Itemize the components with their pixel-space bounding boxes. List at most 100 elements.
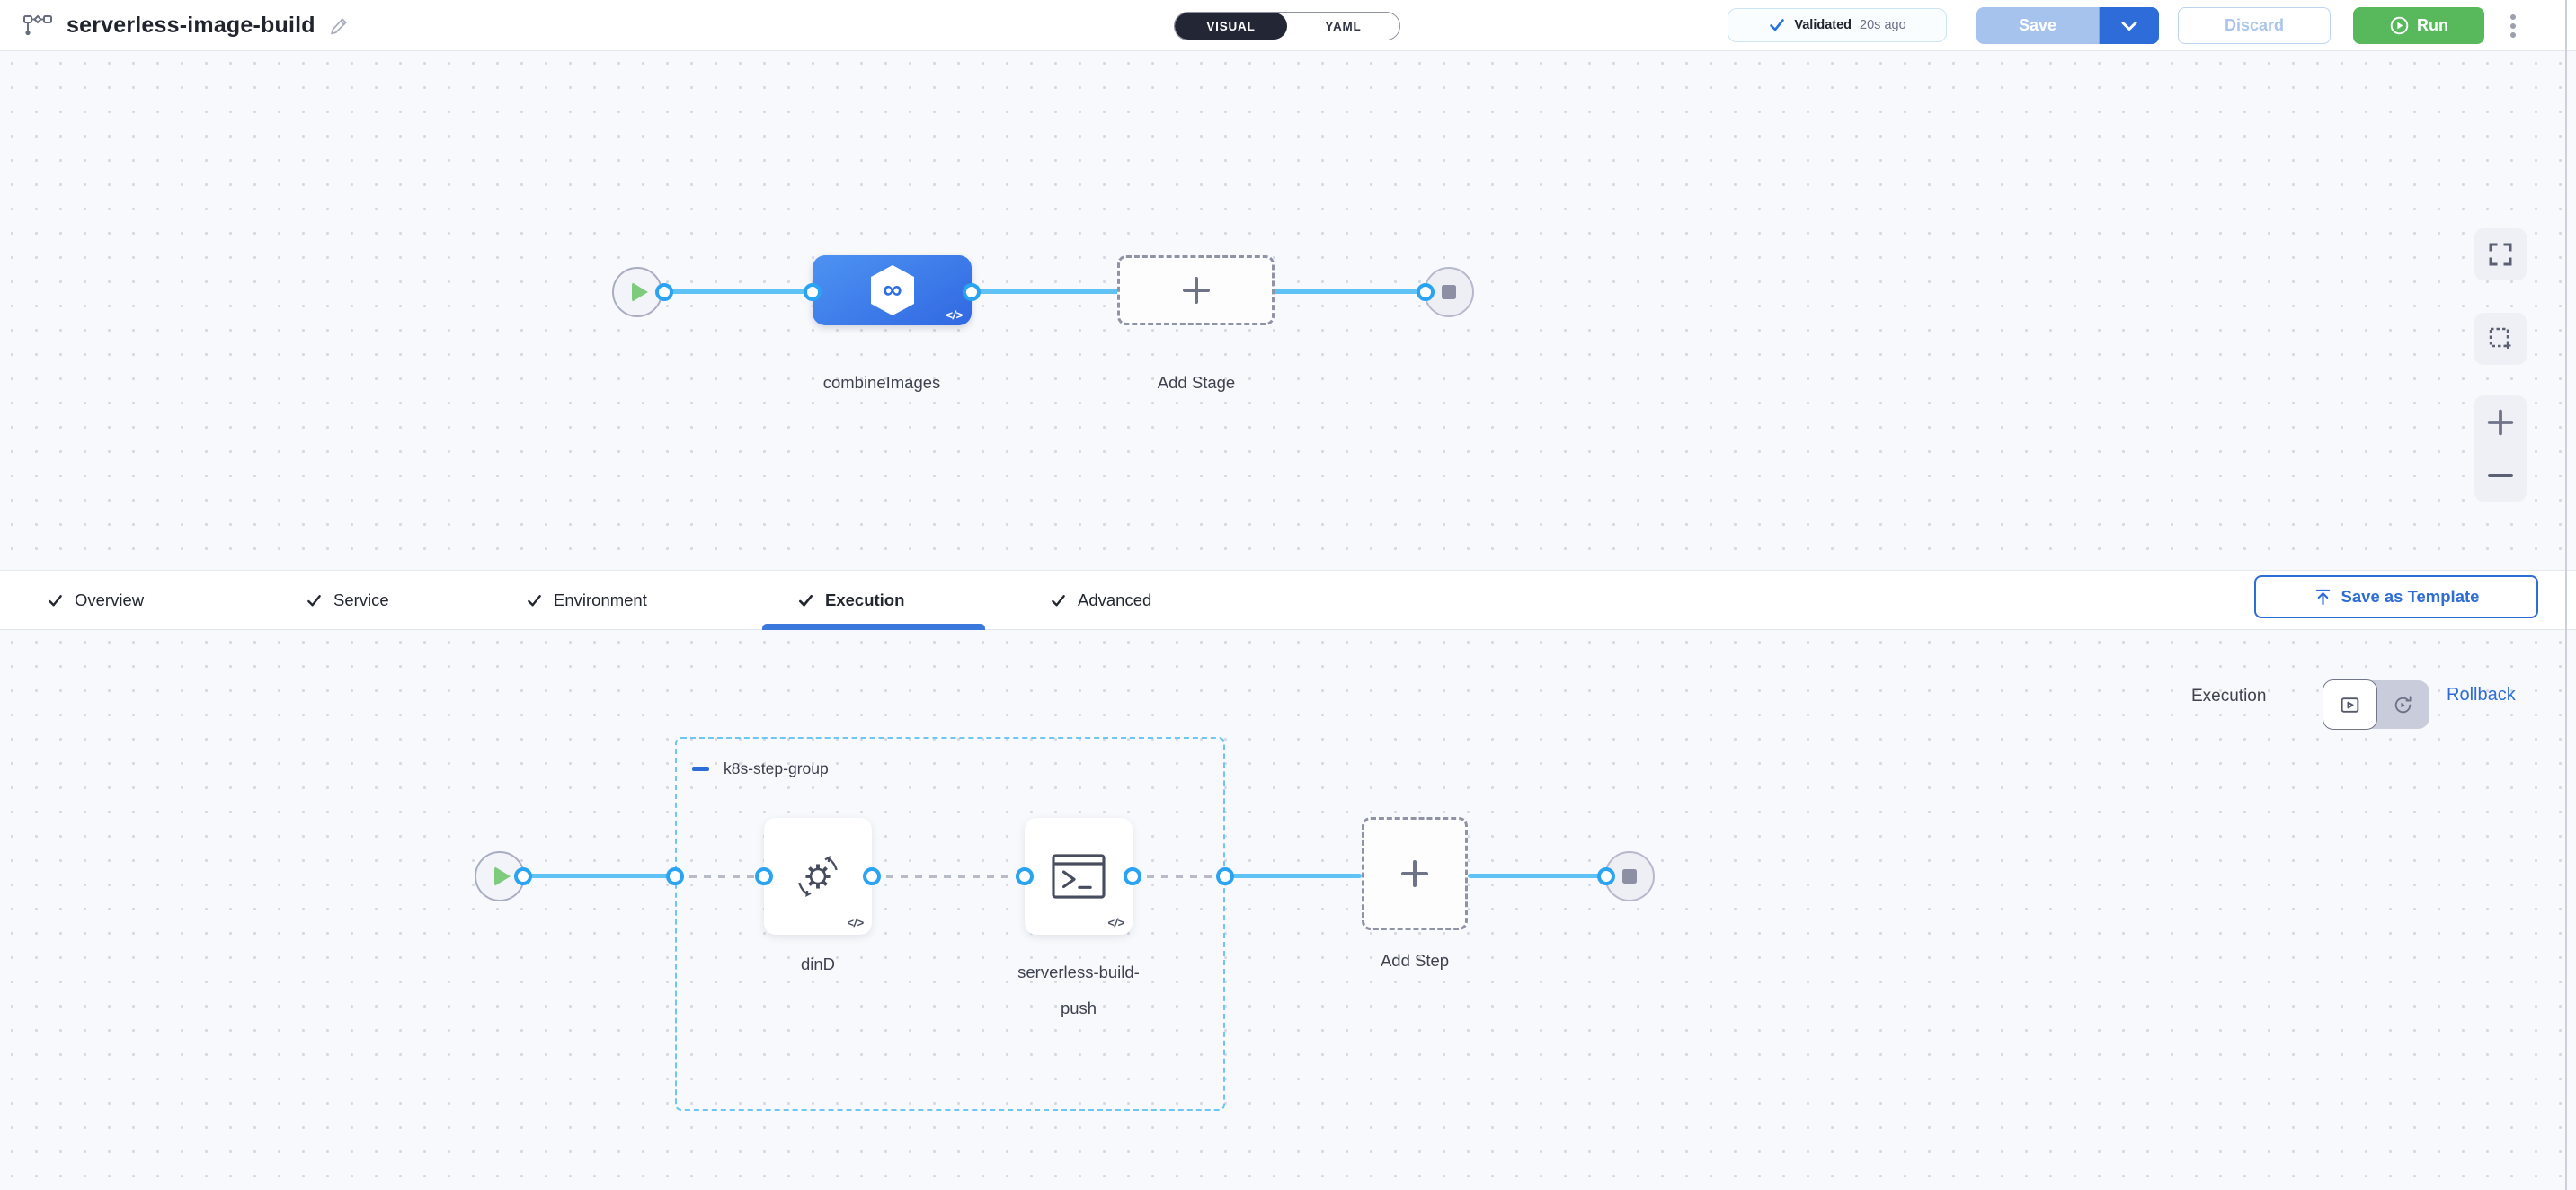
connector-port <box>1216 867 1234 885</box>
tab-label: Overview <box>75 591 145 609</box>
code-icon: </> <box>946 308 963 322</box>
rollback-link[interactable]: Rollback <box>2447 685 2516 705</box>
connector-port <box>1597 867 1615 885</box>
play-circle-icon <box>2389 15 2410 36</box>
active-tab-indicator <box>762 624 985 630</box>
execution-rollback-toggle <box>2323 679 2430 730</box>
scrollbar-track[interactable] <box>2565 0 2567 1190</box>
check-icon <box>306 592 323 609</box>
toggle-visual[interactable]: VISUAL <box>1175 13 1287 40</box>
pencil-icon <box>329 15 350 36</box>
tab-label: Advanced <box>1078 591 1152 609</box>
validated-time: 20s ago <box>1860 18 1906 32</box>
stop-icon <box>1442 285 1456 299</box>
minus-icon <box>2488 473 2513 477</box>
fit-to-screen-button[interactable] <box>2474 228 2527 280</box>
execution-view-button[interactable] <box>2323 679 2377 730</box>
collapse-group-icon[interactable] <box>692 767 709 771</box>
connector-port <box>1124 867 1141 885</box>
play-icon <box>494 866 511 886</box>
rollback-view-button[interactable] <box>2377 680 2430 729</box>
step-group-header[interactable]: k8s-step-group <box>692 759 829 778</box>
step-name-label: dinD <box>800 955 836 973</box>
step-group-name: k8s-step-group <box>724 759 829 777</box>
connector-port <box>1417 283 1435 301</box>
gear-sync-icon <box>790 848 846 904</box>
stage-name-label: combineImages <box>822 373 941 392</box>
validated-label: Validated <box>1794 18 1852 32</box>
step-name-label: serverless-build-push <box>1017 963 1140 1017</box>
check-icon <box>1050 592 1067 609</box>
connector-port <box>655 283 673 301</box>
marquee-select-button[interactable] <box>2474 313 2527 365</box>
connector-line-dashed <box>675 875 764 878</box>
pipeline-start-node <box>612 267 662 317</box>
pipeline-icon <box>22 13 53 37</box>
code-icon: </> <box>847 916 864 929</box>
check-icon <box>526 592 543 609</box>
connector-port <box>804 283 822 301</box>
validated-badge[interactable]: Validated 20s ago <box>1728 8 1947 42</box>
tab-service[interactable]: Service <box>306 571 389 630</box>
step-card-dind[interactable]: </> <box>764 818 872 935</box>
plus-icon <box>1182 277 1210 304</box>
connector-port <box>863 867 881 885</box>
zoom-out-button[interactable] <box>2474 448 2527 502</box>
connector-port <box>755 867 773 885</box>
save-as-template-button[interactable]: Save as Template <box>2254 575 2538 618</box>
upload-icon <box>2314 588 2332 607</box>
zoom-in-button[interactable] <box>2474 395 2527 448</box>
tab-label: Environment <box>554 591 647 609</box>
svg-text:∞: ∞ <box>883 275 902 305</box>
execution-view-icon <box>2339 694 2361 716</box>
marquee-select-icon <box>2489 327 2512 351</box>
connector-port <box>666 867 684 885</box>
tab-label: Service <box>333 591 389 609</box>
config-tabbar: Overview Service Environment Execution A… <box>0 570 2576 630</box>
connector-port <box>1016 867 1034 885</box>
zoom-controls <box>2474 395 2527 502</box>
chevron-down-icon <box>2121 21 2137 31</box>
save-button[interactable]: Save <box>1976 7 2099 44</box>
add-stage-button[interactable] <box>1117 255 1275 325</box>
tab-advanced[interactable]: Advanced <box>1050 571 1151 630</box>
edit-title-button[interactable] <box>329 15 350 36</box>
check-icon <box>47 592 64 609</box>
connector-line <box>1468 874 1606 878</box>
check-icon <box>797 592 814 609</box>
stop-icon <box>1622 869 1637 884</box>
step-card-serverless-build-push[interactable]: </> <box>1025 818 1133 935</box>
rollback-icon <box>2392 694 2414 716</box>
toggle-yaml[interactable]: YAML <box>1287 13 1399 40</box>
tab-overview[interactable]: Overview <box>47 571 144 630</box>
play-icon <box>632 282 648 302</box>
discard-button[interactable]: Discard <box>2178 7 2331 44</box>
stage-type-icon: ∞ <box>866 262 919 318</box>
plus-icon <box>2487 409 2514 435</box>
stage-card-combineimages[interactable]: ∞ </> <box>813 255 972 325</box>
connector-port <box>514 867 532 885</box>
top-header: serverless-image-build VISUAL YAML Va <box>0 0 2576 51</box>
page-title: serverless-image-build <box>67 12 315 38</box>
tab-environment[interactable]: Environment <box>526 571 647 630</box>
run-button[interactable]: Run <box>2353 7 2484 44</box>
kebab-menu-icon <box>2510 13 2516 38</box>
stage-canvas[interactable] <box>0 51 2576 570</box>
plus-icon <box>1401 860 1428 887</box>
step-group-box[interactable] <box>675 737 1225 1111</box>
save-options-button[interactable] <box>2099 7 2159 44</box>
connector-line-dashed <box>1133 875 1225 878</box>
code-icon: </> <box>1107 916 1124 929</box>
tab-execution[interactable]: Execution <box>797 571 904 630</box>
connector-line <box>523 874 676 878</box>
visual-yaml-toggle: VISUAL YAML <box>1174 12 1400 40</box>
execution-view-label: Execution <box>2191 687 2267 706</box>
more-options-button[interactable] <box>2501 7 2525 44</box>
add-step-button[interactable] <box>1362 817 1468 930</box>
connector-port <box>963 283 981 301</box>
add-step-label: Add Step <box>1380 951 1450 970</box>
save-split-button: Save <box>1976 7 2159 44</box>
tab-label: Execution <box>825 591 905 609</box>
execution-canvas[interactable] <box>0 630 2576 1190</box>
